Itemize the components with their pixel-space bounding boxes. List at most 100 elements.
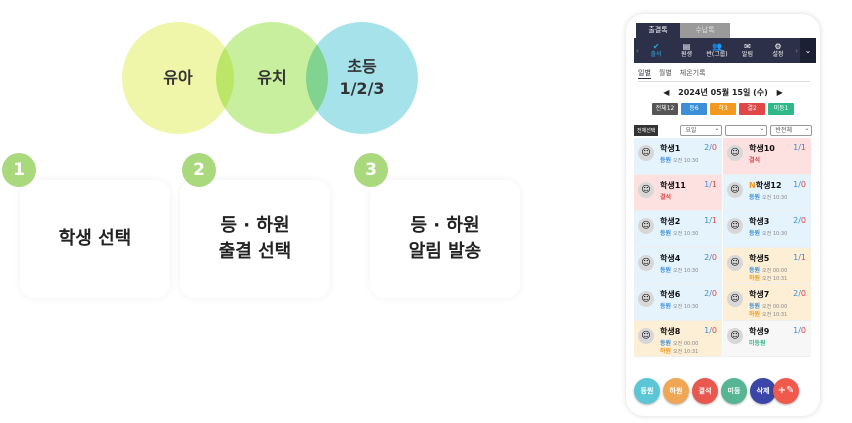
count-a: 1 — [793, 143, 799, 152]
class-select[interactable]: 반전체 — [770, 124, 813, 136]
step-number-badge: 3 — [354, 153, 388, 187]
count-b: 1 — [800, 252, 806, 262]
status-label: 등원 — [749, 303, 761, 310]
fab-button-1[interactable]: 하원 — [663, 378, 689, 404]
status-time: 오전 10:30 — [673, 304, 699, 310]
status-time: 오전 10:30 — [673, 267, 699, 274]
fab-button-3[interactable]: 미등 — [721, 378, 747, 404]
subtab-temperature[interactable]: 체온기록 — [679, 69, 706, 77]
count-a: 2 — [793, 216, 799, 225]
nav-right-arrow-icon[interactable]: › — [795, 46, 798, 55]
status-time: 오전 10:31 — [762, 275, 788, 282]
nav-left-arrow-icon[interactable]: ‹ — [636, 46, 639, 55]
status-badge[interactable]: 하3 — [710, 103, 736, 115]
avatar-icon: ☺ — [638, 145, 654, 161]
student-name: 학생8 — [660, 326, 680, 337]
student-name: 학생6 — [660, 289, 680, 300]
nav-item-1[interactable]: ▤원생 — [671, 42, 701, 59]
fab-button-2[interactable]: 결석 — [692, 378, 718, 404]
next-date-icon[interactable]: ▶ — [776, 88, 783, 97]
status-label: 등원 — [660, 230, 672, 237]
select-all-button[interactable]: 전체선택 — [634, 125, 659, 136]
attendance-count: 1/0 — [793, 180, 806, 189]
fab-button-0[interactable]: 등원 — [634, 378, 660, 404]
count-b: 0 — [800, 289, 806, 298]
count-sep: / — [798, 216, 801, 225]
step-card: 등 · 하원 알림 발송 — [370, 180, 520, 298]
nav-icon: ⚙ — [774, 41, 782, 51]
student-name-text: 학생8 — [660, 326, 681, 336]
nav-item-2[interactable]: 👥반(그룹) — [702, 41, 732, 59]
status-label: 등원 — [749, 193, 761, 201]
student-name-text: 학생12 — [755, 180, 782, 190]
step-number-badge: 2 — [182, 153, 216, 187]
subtab-daily[interactable]: 일별 — [638, 69, 651, 79]
status-label: 미등원 — [749, 339, 766, 347]
prev-date-icon[interactable]: ◀ — [663, 88, 670, 97]
student-name: 학생1 — [660, 143, 680, 154]
student-name-text: 학생3 — [749, 217, 770, 226]
step-card: 등 · 하원 출결 선택 — [180, 180, 330, 298]
avatar-icon: ☺ — [727, 181, 743, 198]
chevron-down-icon[interactable]: ⌄ — [800, 38, 816, 63]
count-a: 2 — [704, 143, 710, 152]
weekday-select[interactable]: 요일 — [680, 124, 723, 136]
filter-select[interactable] — [725, 124, 768, 136]
fab-button-5[interactable]: +✎ — [773, 378, 799, 404]
nav-label: 원생 — [680, 50, 693, 58]
status-label: 하원 — [749, 311, 761, 318]
attendance-count: 1/1 — [704, 216, 717, 225]
status-badge[interactable]: 전체12 — [652, 103, 678, 115]
status-time: 오전 10:30 — [762, 194, 788, 201]
count-a: 2 — [793, 289, 799, 298]
nav-item-3[interactable]: ✉알림 — [732, 42, 762, 59]
count-a: 1 — [704, 216, 710, 225]
avatar-icon: ☺ — [638, 181, 654, 198]
student-name-text: 학생6 — [660, 290, 681, 299]
count-a: 2 — [704, 252, 710, 262]
status-time: 오전 10:30 — [673, 231, 699, 237]
fab-button-4[interactable]: 삭제 — [750, 378, 776, 404]
tab-attendance[interactable]: 출결톡 — [636, 23, 680, 38]
nav-item-0[interactable]: ✔출석 — [641, 41, 671, 59]
avatar-icon: ☺ — [638, 218, 654, 234]
avatar-icon: ☺ — [638, 291, 654, 307]
status-badge[interactable]: 등6 — [681, 103, 707, 115]
student-name: 학생7 — [749, 289, 769, 300]
student-name-text: 학생7 — [749, 290, 770, 299]
main-nav: ‹ ✔출석▤원생👥반(그룹)✉알림⚙설정 › ⌄ — [634, 38, 816, 63]
nav-item-4[interactable]: ⚙설정 — [763, 41, 793, 59]
status-badge[interactable]: 미등1 — [768, 103, 794, 115]
subtab-monthly[interactable]: 월별 — [658, 69, 672, 77]
attendance-count: 2/0 — [704, 253, 717, 262]
nav-icon: 👥 — [712, 41, 722, 51]
status-time: 오전 00:00 — [762, 304, 788, 310]
student-name-text: 학생11 — [660, 180, 686, 190]
status-badge[interactable]: 결2 — [739, 103, 765, 115]
venn-circle-0: 유아 — [122, 22, 234, 134]
status-line: 미등원 — [749, 338, 768, 347]
tab-payment[interactable]: 수납톡 — [680, 23, 730, 38]
count-b: 1 — [711, 216, 717, 225]
status-line: 결석 — [749, 155, 762, 164]
attendance-count: 1/1 — [793, 143, 806, 152]
nav-icon: ✔ — [652, 41, 660, 51]
student-name-text: 학생5 — [749, 253, 770, 263]
nav-label: 반(그룹) — [706, 50, 728, 58]
new-badge: N — [749, 180, 756, 190]
attendance-count: 2/0 — [793, 216, 806, 225]
